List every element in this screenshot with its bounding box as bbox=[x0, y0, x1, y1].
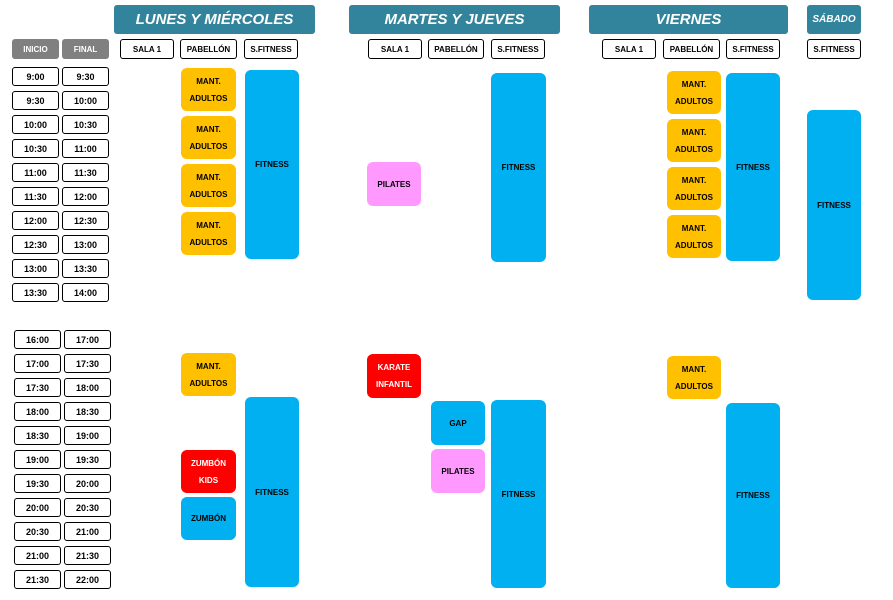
class-fitness: FITNESS bbox=[726, 73, 780, 261]
time-start: 10:30 bbox=[12, 139, 59, 158]
class-fitness: FITNESS bbox=[491, 400, 546, 588]
time-end: 21:00 bbox=[64, 522, 111, 541]
time-end: 17:00 bbox=[64, 330, 111, 349]
time-start: 19:00 bbox=[14, 450, 61, 469]
time-start: 20:00 bbox=[14, 498, 61, 517]
time-end: 17:30 bbox=[64, 354, 111, 373]
day-header-sabado: SÁBADO bbox=[807, 5, 861, 34]
time-start: 9:30 bbox=[12, 91, 59, 110]
class-mant-adultos: MANT.ADULTOS bbox=[181, 116, 236, 159]
time-start: 9:00 bbox=[12, 67, 59, 86]
time-header-inicio: INICIO bbox=[12, 39, 59, 59]
class-mant-adultos: MANT.ADULTOS bbox=[181, 212, 236, 255]
class-mant-adultos: MANT.ADULTOS bbox=[181, 164, 236, 207]
room-header-sfitness: S.FITNESS bbox=[244, 39, 298, 59]
class-mant-adultos: MANT.ADULTOS bbox=[667, 356, 721, 399]
class-fitness: FITNESS bbox=[245, 397, 299, 587]
time-start: 11:30 bbox=[12, 187, 59, 206]
class-fitness: FITNESS bbox=[491, 73, 546, 262]
class-mant-adultos: MANT.ADULTOS bbox=[667, 215, 721, 258]
time-start: 21:00 bbox=[14, 546, 61, 565]
room-header-sala1: SALA 1 bbox=[602, 39, 656, 59]
time-start: 17:00 bbox=[14, 354, 61, 373]
time-start: 20:30 bbox=[14, 522, 61, 541]
time-start: 10:00 bbox=[12, 115, 59, 134]
room-header-sfitness: S.FITNESS bbox=[726, 39, 780, 59]
time-end: 20:30 bbox=[64, 498, 111, 517]
day-header-lunes-miercoles: LUNES Y MIÉRCOLES bbox=[114, 5, 315, 34]
room-header-pabellon: PABELLÓN bbox=[663, 39, 720, 59]
room-header-sala1: SALA 1 bbox=[120, 39, 174, 59]
class-zumbon: ZUMBÓN bbox=[181, 497, 236, 540]
time-end: 18:30 bbox=[64, 402, 111, 421]
room-header-sfitness: S.FITNESS bbox=[807, 39, 861, 59]
time-start: 12:30 bbox=[12, 235, 59, 254]
time-end: 12:00 bbox=[62, 187, 109, 206]
time-end: 10:30 bbox=[62, 115, 109, 134]
time-end: 19:00 bbox=[64, 426, 111, 445]
time-end: 13:00 bbox=[62, 235, 109, 254]
room-header-pabellon: PABELLÓN bbox=[428, 39, 484, 59]
room-header-pabellon: PABELLÓN bbox=[180, 39, 237, 59]
time-end: 10:00 bbox=[62, 91, 109, 110]
time-start: 18:00 bbox=[14, 402, 61, 421]
time-end: 19:30 bbox=[64, 450, 111, 469]
time-end: 11:00 bbox=[62, 139, 109, 158]
time-end: 18:00 bbox=[64, 378, 111, 397]
day-header-viernes: VIERNES bbox=[589, 5, 788, 34]
class-fitness: FITNESS bbox=[807, 110, 861, 300]
time-start: 19:30 bbox=[14, 474, 61, 493]
class-fitness: FITNESS bbox=[245, 70, 299, 259]
time-start: 21:30 bbox=[14, 570, 61, 589]
class-mant-adultos: MANT.ADULTOS bbox=[667, 71, 721, 114]
time-end: 11:30 bbox=[62, 163, 109, 182]
day-header-martes-jueves: MARTES Y JUEVES bbox=[349, 5, 560, 34]
time-start: 18:30 bbox=[14, 426, 61, 445]
class-gap: GAP bbox=[431, 401, 485, 445]
time-start: 13:00 bbox=[12, 259, 59, 278]
time-end: 9:30 bbox=[62, 67, 109, 86]
class-mant-adultos: MANT.ADULTOS bbox=[667, 119, 721, 162]
time-end: 22:00 bbox=[64, 570, 111, 589]
class-mant-adultos: MANT.ADULTOS bbox=[181, 68, 236, 111]
class-mant-adultos: MANT.ADULTOS bbox=[181, 353, 236, 396]
time-header-final: FINAL bbox=[62, 39, 109, 59]
time-start: 16:00 bbox=[14, 330, 61, 349]
time-start: 11:00 bbox=[12, 163, 59, 182]
class-pilates: PILATES bbox=[431, 449, 485, 493]
time-end: 21:30 bbox=[64, 546, 111, 565]
time-end: 14:00 bbox=[62, 283, 109, 302]
time-start: 13:30 bbox=[12, 283, 59, 302]
class-fitness: FITNESS bbox=[726, 403, 780, 588]
time-start: 17:30 bbox=[14, 378, 61, 397]
room-header-sfitness: S.FITNESS bbox=[491, 39, 545, 59]
time-end: 12:30 bbox=[62, 211, 109, 230]
time-end: 13:30 bbox=[62, 259, 109, 278]
class-mant-adultos: MANT.ADULTOS bbox=[667, 167, 721, 210]
time-start: 12:00 bbox=[12, 211, 59, 230]
time-end: 20:00 bbox=[64, 474, 111, 493]
class-pilates: PILATES bbox=[367, 162, 421, 206]
room-header-sala1: SALA 1 bbox=[368, 39, 422, 59]
